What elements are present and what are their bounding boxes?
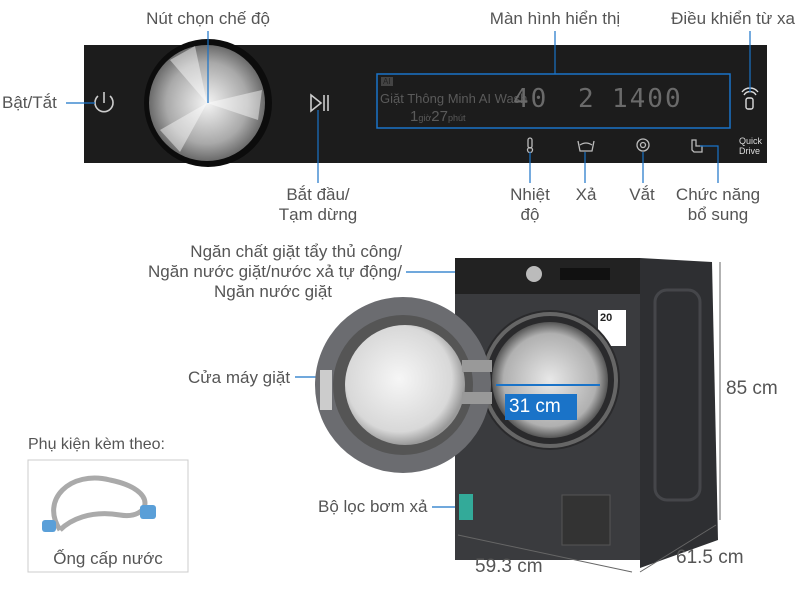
- power-label: Bật/Tắt: [2, 93, 57, 112]
- door-diameter: 31 cm: [509, 396, 561, 417]
- start-pause-label: Bắt đầu/Tạm dừng: [279, 185, 357, 225]
- rinse-icon[interactable]: [577, 140, 595, 152]
- drum: [492, 322, 608, 438]
- remote-label: Điều khiển từ xa: [671, 9, 795, 28]
- minutes-value: 27: [431, 108, 448, 125]
- height-dimension: 85 cm: [726, 378, 778, 399]
- accessory-item: Ống cấp nước: [53, 549, 163, 568]
- water-hose-image: [51, 475, 148, 532]
- start-pause-line2: Tạm dừng: [278, 205, 358, 224]
- mode-knob-label: Nút chọn chế độ: [146, 9, 270, 28]
- filter-label: Bộ lọc bơm xả: [318, 497, 428, 516]
- rinse-label: Xả: [575, 185, 597, 204]
- mode-knob[interactable]: [149, 45, 265, 161]
- remaining-time: 1giờ27phút: [410, 108, 465, 125]
- display-label: Màn hình hiển thị: [489, 9, 621, 28]
- spin-readout: 1400: [612, 84, 683, 114]
- minutes-unit: phút: [447, 113, 466, 123]
- start-pause-line1: Bắt đầu/: [286, 185, 350, 204]
- drawer-line3: Ngăn nước giặt: [214, 282, 332, 301]
- rinse-readout: 2: [578, 84, 596, 114]
- machine-side: [640, 258, 718, 568]
- extra-function-icon[interactable]: [691, 139, 703, 153]
- display-screen: [376, 73, 731, 129]
- spin-label: Vắt: [629, 185, 655, 204]
- spin-icon[interactable]: [636, 138, 650, 152]
- width-dimension: 59.3 cm: [475, 556, 543, 577]
- extra-line1: Chức năng: [675, 185, 761, 204]
- energy-badge-value: 20: [600, 312, 613, 324]
- temperature-readout: 40: [513, 84, 549, 114]
- drawer-line1: Ngăn chất giặt tẩy thủ công/: [190, 242, 402, 261]
- ai-badge: AI: [381, 77, 393, 86]
- hours-unit: giờ: [418, 113, 432, 123]
- quick-drive-line1: Quick: [739, 136, 763, 146]
- temperature-line2: độ: [520, 205, 540, 224]
- door-label: Cửa máy giặt: [188, 368, 291, 387]
- hours-value: 1: [410, 108, 419, 125]
- temperature-line1: Nhiệt: [510, 185, 550, 204]
- play-pause-icon[interactable]: [310, 93, 329, 113]
- quick-drive-line2: Drive: [739, 146, 761, 156]
- power-icon[interactable]: [94, 92, 114, 113]
- detergent-drawer-label: Ngăn chất giặt tẩy thủ công/ Ngăn nước g…: [140, 242, 402, 302]
- drain-filter[interactable]: [561, 494, 611, 546]
- accessory-title: Phụ kiện kèm theo:: [28, 436, 165, 453]
- depth-dimension: 61.5 cm: [676, 547, 744, 568]
- program-name: Giặt Thông Minh AI Wash: [380, 91, 528, 106]
- drawer-line2: Ngăn nước giặt/nước xả tự động/: [148, 262, 402, 281]
- extra-line2: bổ sung: [687, 205, 749, 224]
